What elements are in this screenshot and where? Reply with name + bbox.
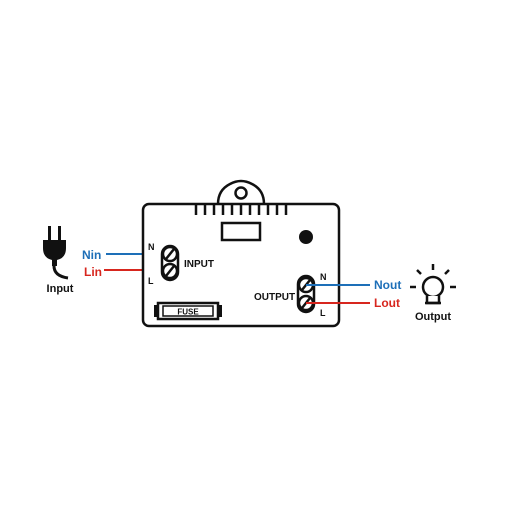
lout-label: Lout [374, 296, 400, 310]
light-bulb-icon [410, 264, 456, 305]
power-plug-icon [43, 226, 69, 280]
input-n-label: N [148, 242, 155, 252]
output-caption: Output [415, 311, 451, 323]
output-l-label: L [320, 308, 326, 318]
nout-label: Nout [374, 278, 401, 292]
input-terminal [160, 244, 180, 282]
input-l-label: L [148, 276, 154, 286]
output-terminal [296, 274, 316, 314]
lin-label: Lin [84, 265, 102, 279]
fuse [154, 301, 222, 321]
fuse-label: FUSE [177, 308, 199, 317]
output-terminal-label: OUTPUT [254, 292, 295, 303]
input-caption: Input [47, 283, 74, 295]
input-terminal-label: INPUT [184, 259, 214, 270]
nin-label: Nin [82, 248, 101, 262]
output-n-label: N [320, 272, 327, 282]
relay-module [141, 179, 341, 328]
